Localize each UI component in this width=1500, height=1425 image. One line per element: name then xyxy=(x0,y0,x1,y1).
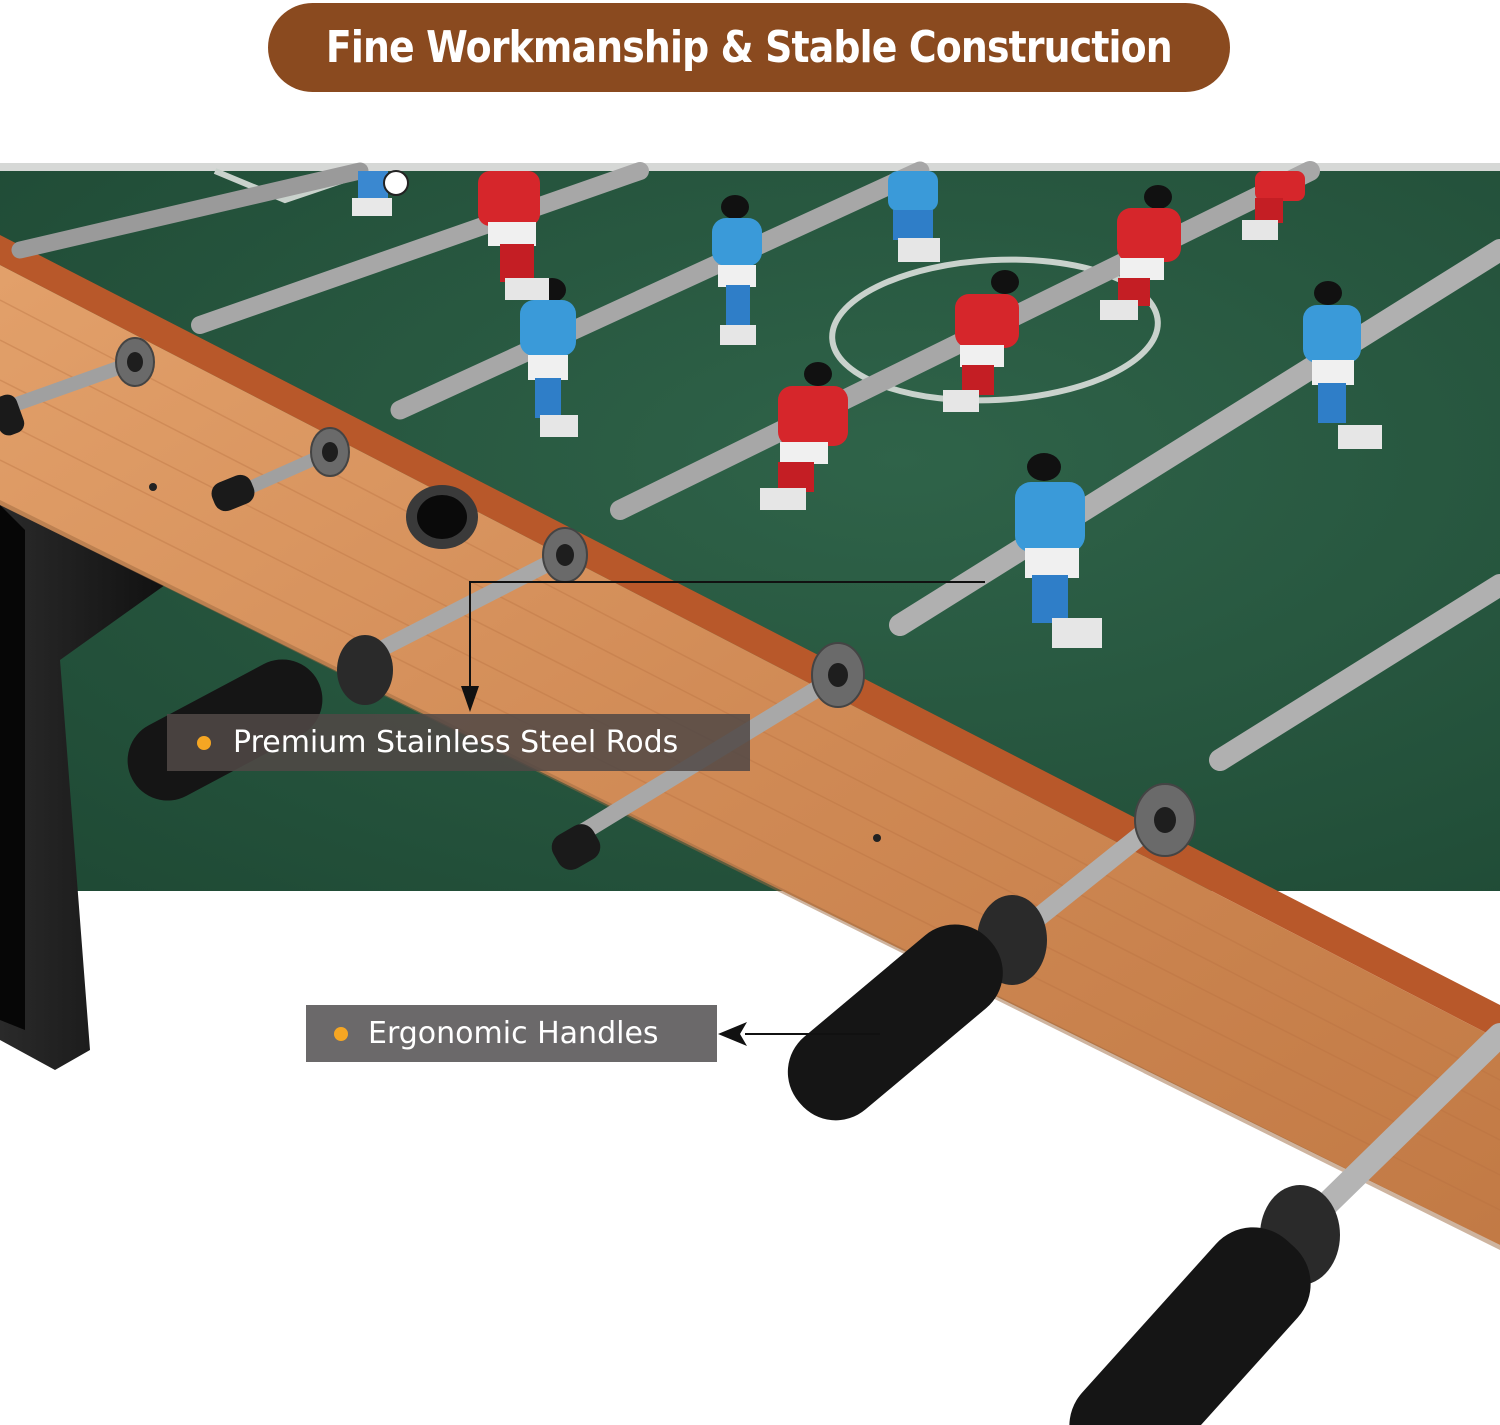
bullet-dot-icon xyxy=(197,735,211,750)
title-banner: Fine Workmanship & Stable Construction xyxy=(268,3,1230,92)
handle-right xyxy=(1069,1185,1340,1425)
table-top-border xyxy=(0,163,1500,171)
callout-stainless-steel-rods: Premium Stainless Steel Rods xyxy=(167,714,750,771)
rod-end-caps xyxy=(0,394,601,870)
bullet-dot-icon xyxy=(334,1026,348,1041)
players xyxy=(352,170,1382,648)
side-rail xyxy=(0,265,1500,1245)
banner-title: Fine Workmanship & Stable Construction xyxy=(326,22,1173,73)
arrow-down-icon xyxy=(461,686,479,712)
table-leg xyxy=(0,470,200,1070)
player-blue xyxy=(352,170,409,216)
callout-label: Ergonomic Handles xyxy=(368,1016,659,1051)
callout-line-rods xyxy=(469,581,985,690)
handle-middle xyxy=(787,895,1047,1121)
callout-label: Premium Stainless Steel Rods xyxy=(233,725,679,760)
arrow-left-icon xyxy=(718,1022,747,1046)
callout-ergonomic-handles: Ergonomic Handles xyxy=(306,1005,717,1062)
